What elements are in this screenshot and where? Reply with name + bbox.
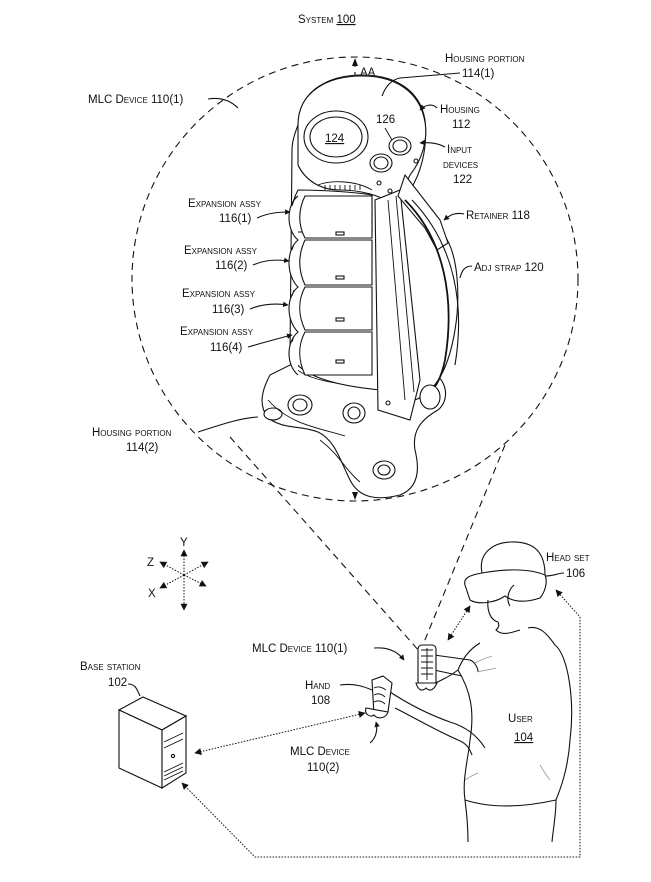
label-mlc-device-bottom: MLC Device 110(1) <box>252 643 405 661</box>
figure-title: System 100 <box>298 14 356 26</box>
strap-anchor <box>419 384 441 410</box>
label-adj-strap: Adj strap 120 <box>459 262 544 279</box>
mlc-device-enlarged: 124 126 <box>261 74 460 499</box>
svg-text:114(2): 114(2) <box>126 442 159 454</box>
expansion-assy-2 <box>299 239 373 286</box>
spine-plate <box>374 189 421 421</box>
label-expansion-assy-2: Expansion assy 116(2) <box>184 245 290 272</box>
svg-text:Adj strap 120: Adj strap 120 <box>474 262 544 274</box>
svg-text:devices: devices <box>443 159 478 171</box>
base-station-102 <box>117 696 188 789</box>
axis-aa-arrow-top <box>352 58 358 66</box>
label-retainer: Retainer 118 <box>443 210 530 222</box>
svg-text:Housing portion: Housing portion <box>445 53 525 65</box>
svg-text:112: 112 <box>452 119 470 131</box>
mlc-device-110-1-small <box>415 644 438 691</box>
head <box>480 541 546 576</box>
xyz-axis-glyph: Y Z X <box>147 537 209 611</box>
svg-text:X: X <box>148 588 156 600</box>
label-base-station: Base station 102 <box>80 661 141 697</box>
projection-line-right <box>419 444 506 653</box>
svg-text:Expansion assy: Expansion assy <box>184 245 258 257</box>
svg-text:122: 122 <box>453 174 472 186</box>
svg-text:110(2): 110(2) <box>307 762 340 774</box>
label-expansion-assy-1: Expansion assy 116(1) <box>188 198 291 225</box>
headset-106 <box>464 569 547 604</box>
label-housing-portion-1: Housing portion 114(1) <box>381 53 525 97</box>
label-input-devices: Input devices 122 <box>419 139 478 186</box>
expansion-assy-1 <box>299 195 373 239</box>
svg-text:Hand: Hand <box>305 680 330 692</box>
label-housing-portion-2: Housing portion 114(2) <box>92 416 259 454</box>
svg-text:Head set: Head set <box>546 552 590 564</box>
label-mlc-device-2: MLC Device 110(2) <box>290 721 380 774</box>
expansion-assy-4 <box>299 331 373 376</box>
svg-text:Y: Y <box>180 537 188 549</box>
label-expansion-assy-3: Expansion assy 116(3) <box>182 288 289 316</box>
label-mlc-device-top: MLC Device 110(1) <box>88 94 239 109</box>
svg-text:108: 108 <box>311 695 330 707</box>
user-figure: User 104 <box>389 541 573 843</box>
svg-text:102: 102 <box>108 677 127 689</box>
axis-aa-arrow-bottom <box>352 492 358 500</box>
svg-text:Housing: Housing <box>440 104 480 116</box>
button-ref-label: 126 <box>376 114 395 126</box>
link-headset-to-base <box>181 589 581 858</box>
user-ref: 104 <box>514 732 534 744</box>
svg-text:Input: Input <box>447 144 472 156</box>
link-headset-to-mlc1 <box>447 605 471 641</box>
svg-text:Z: Z <box>147 557 154 569</box>
svg-text:Base station: Base station <box>80 661 141 673</box>
svg-text:Expansion assy: Expansion assy <box>180 326 254 338</box>
svg-text:116(3): 116(3) <box>212 304 245 316</box>
label-expansion-assy-4: Expansion assy 116(4) <box>180 326 293 354</box>
display-124 <box>309 116 363 158</box>
svg-text:114(1): 114(1) <box>462 68 495 80</box>
svg-text:106: 106 <box>566 568 585 580</box>
label-head-set: Head set 106 <box>544 552 590 580</box>
svg-text:MLC Device 110(1): MLC Device 110(1) <box>252 643 348 655</box>
svg-text:116(1): 116(1) <box>219 213 252 225</box>
svg-text:116(4): 116(4) <box>210 342 243 354</box>
mlc-device-110-2-small <box>365 675 393 719</box>
expansion-stack <box>288 181 373 376</box>
sensor-port <box>263 407 283 421</box>
svg-text:Housing portion: Housing portion <box>92 427 172 439</box>
detail-callout-circle <box>131 56 579 502</box>
svg-text:Retainer 118: Retainer 118 <box>466 210 530 222</box>
user-label: User <box>508 713 533 725</box>
display-ref-label: 124 <box>325 133 345 145</box>
svg-text:MLC Device 110(1): MLC Device 110(1) <box>88 94 184 106</box>
svg-text:Expansion assy: Expansion assy <box>182 288 256 300</box>
svg-text:Expansion assy: Expansion assy <box>188 198 262 210</box>
label-hand: Hand 108 <box>305 680 373 707</box>
label-housing-112: Housing 112 <box>419 104 480 131</box>
expansion-assy-3 <box>299 286 373 331</box>
svg-text:MLC Device: MLC Device <box>290 746 350 758</box>
svg-text:116(2): 116(2) <box>215 260 248 272</box>
